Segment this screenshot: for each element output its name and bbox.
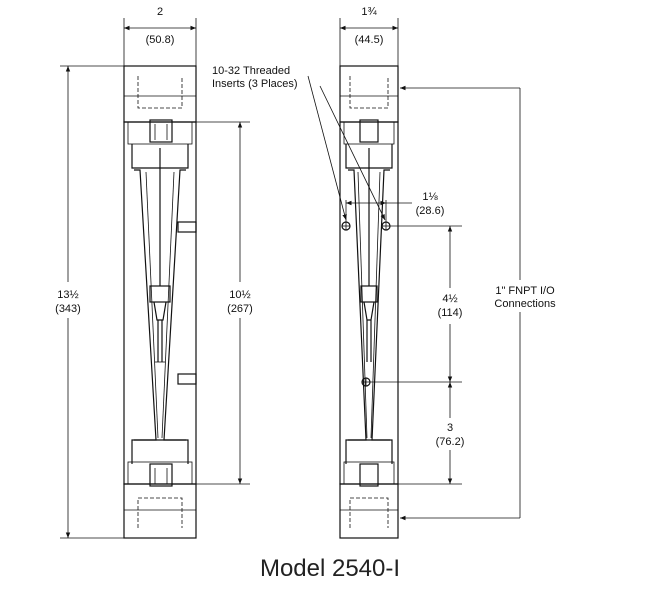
insert-spacing-dimension: 1⅛ (28.6)	[345, 191, 445, 222]
connections-line1: 1" FNPT I/O	[495, 285, 555, 297]
insert-spacing-mm: (28.6)	[416, 205, 445, 217]
side-width-mm: (44.5)	[355, 34, 384, 46]
front-scale-in: 10½	[229, 289, 250, 301]
lower-span-in: 3	[447, 422, 453, 434]
front-tube	[134, 148, 186, 441]
insert-callout: 10-32 Threaded Inserts (3 Places)	[212, 65, 386, 221]
side-bottom-fitting	[339, 439, 399, 539]
lower-span-mm: (76.2)	[436, 436, 465, 448]
front-width-dimension: 2 (50.8)	[123, 6, 197, 66]
insert-spacing-in: 1⅛	[422, 191, 438, 203]
upper-span-in: 4½	[442, 293, 457, 305]
front-width-mm: (50.8)	[146, 34, 175, 46]
side-width-dimension: 1¾ (44.5)	[339, 6, 399, 66]
upper-span-mm: (114)	[438, 307, 463, 319]
insert-vertical-dimensions: 4½ (114) 3 (76.2)	[370, 225, 465, 485]
front-mount-studs	[177, 221, 197, 385]
model-title: Model 2540-I	[260, 555, 400, 582]
side-tube	[348, 148, 390, 441]
connections-callout: 1" FNPT I/O Connections	[400, 85, 556, 521]
side-view: 1¾ (44.5)	[212, 6, 556, 539]
front-overall-mm: (343)	[55, 303, 81, 315]
insert-note-line2: Inserts (3 Places)	[212, 78, 298, 90]
front-scale-mm: (267)	[227, 303, 253, 315]
front-overall-in: 13½	[57, 289, 78, 301]
front-view: 2 (50.8)	[55, 6, 253, 539]
front-scale-dimension: 10½ (267)	[196, 121, 253, 485]
front-width-in: 2	[157, 6, 163, 18]
front-overall-dimension: 13½ (343)	[55, 65, 124, 539]
connections-line2: Connections	[494, 298, 556, 310]
side-width-in: 1¾	[361, 6, 377, 18]
front-bottom-fitting	[123, 439, 197, 539]
side-threaded-inserts	[341, 221, 391, 387]
insert-note-line1: 10-32 Threaded	[212, 65, 290, 77]
